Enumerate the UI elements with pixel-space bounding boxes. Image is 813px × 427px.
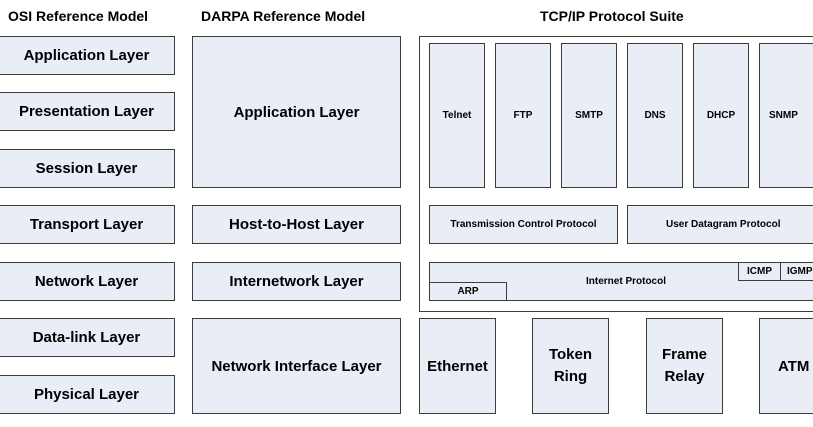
tcpip-suite-header: TCP/IP Protocol Suite (540, 8, 684, 24)
darpa-model-header: DARPA Reference Model (201, 8, 366, 24)
osi-network-layer: Network Layer (0, 262, 175, 301)
protocol-ftp: FTP (495, 43, 551, 188)
interface-ethernet: Ethernet (419, 318, 496, 414)
protocol-dhcp: DHCP (693, 43, 749, 188)
protocol-smtp: SMTP (561, 43, 617, 188)
darpa-application-layer: Application Layer (192, 36, 401, 188)
protocol-icmp: ICMP (738, 262, 781, 281)
osi-model-header: OSI Reference Model (8, 8, 149, 24)
darpa-network-interface-layer: Network Interface Layer (192, 318, 401, 414)
protocol-telnet: Telnet (429, 43, 485, 188)
protocol-dns: DNS (627, 43, 683, 188)
osi-application-layer: Application Layer (0, 36, 175, 75)
osi-session-layer: Session Layer (0, 149, 175, 188)
osi-transport-layer: Transport Layer (0, 205, 175, 244)
protocol-tcp: Transmission Control Protocol (429, 205, 618, 244)
interface-frame-relay: Frame Relay (646, 318, 723, 414)
interface-token-ring: Token Ring (532, 318, 609, 414)
interface-atm: ATM (759, 318, 813, 414)
protocol-igmp: IGMP (780, 262, 813, 281)
osi-presentation-layer: Presentation Layer (0, 92, 175, 131)
protocol-arp: ARP (429, 282, 507, 301)
osi-physical-layer: Physical Layer (0, 375, 175, 414)
protocol-snmp: SNMP (759, 43, 813, 188)
osi-datalink-layer: Data-link Layer (0, 318, 175, 357)
protocol-udp: User Datagram Protocol (627, 205, 813, 244)
darpa-host-to-host-layer: Host-to-Host Layer (192, 205, 401, 244)
darpa-internetwork-layer: Internetwork Layer (192, 262, 401, 301)
